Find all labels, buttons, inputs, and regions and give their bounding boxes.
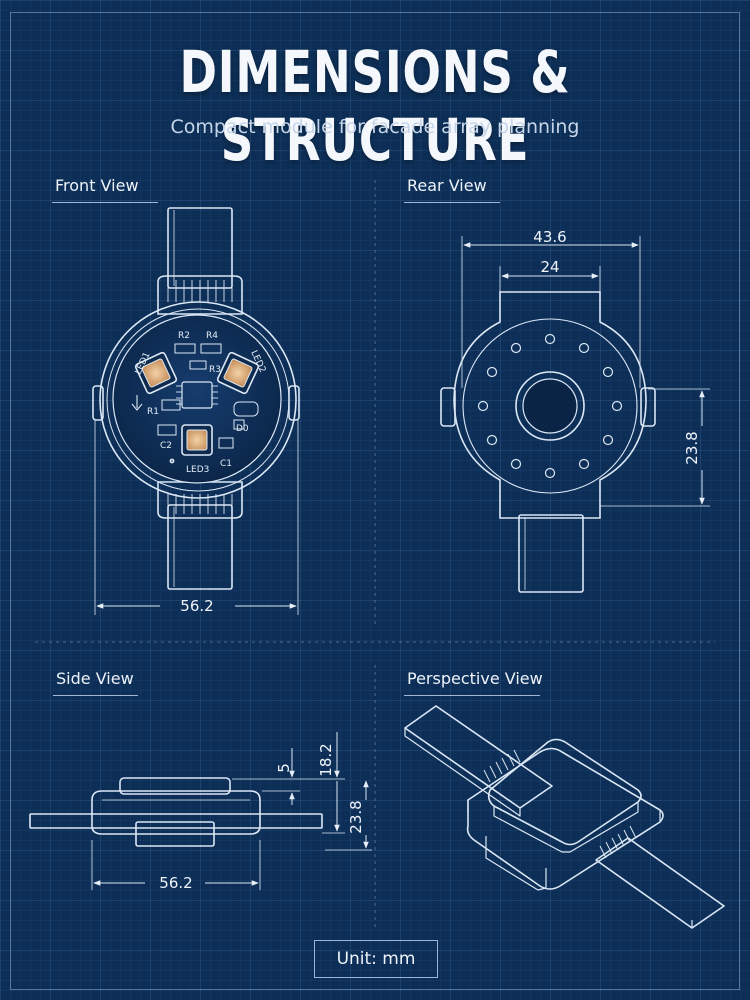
pcb-label-led3: LED3 [186,465,209,475]
side-view-underline [53,695,138,696]
front-grip-ridges [167,280,233,514]
unit-label: Unit: mm [314,940,438,978]
rear-view-label-text: Rear View [407,176,487,195]
front-ic-chip [181,381,213,409]
rear-view-drawing [440,291,656,593]
rear-back-ring [462,318,638,494]
side-housing [91,790,261,835]
side-body-value: 23.8 [347,800,365,833]
front-width-dimension [94,420,299,615]
rear-center-hole [522,378,578,434]
perspective-housing [466,747,664,890]
front-smd-components [157,343,259,449]
side-view-label-text: Side View [56,669,134,688]
pcb-label-c2: C2 [160,441,172,451]
front-arrow-mark [131,395,143,411]
front-view-label: Front View [52,176,158,203]
rear-mounting-holes [477,333,623,479]
rear-view-underline [404,202,500,203]
page-title: DIMENSIONS & STRUCTURE [179,38,571,174]
rear-dimensions [461,236,710,507]
front-pcb [112,314,282,484]
perspective-strap-lower [595,837,725,929]
front-ear-right [288,385,300,421]
side-dimensions [91,732,372,890]
front-clip-top [157,275,243,315]
rear-outer-width-value: 43.6 [533,228,566,246]
perspective-view-label-text: Perspective View [407,669,543,688]
front-clip-bottom [157,481,243,519]
view-dividers [35,180,715,930]
pcb-label-r4: R4 [206,331,218,341]
side-top-value: 5 [275,763,293,773]
front-view-drawing [92,207,300,590]
front-width-value: 56.2 [180,597,213,615]
side-view-drawing [29,777,323,847]
front-led-3 [181,424,213,456]
perspective-bottom-block [485,836,547,891]
side-bottom-block [135,821,215,847]
pcb-label-c1: C1 [220,459,232,469]
front-led-2 [216,351,260,395]
rear-view-label: Rear View [404,176,500,203]
rear-height-value: 23.8 [683,431,701,464]
rear-housing-outline [453,291,647,519]
perspective-view-label: Perspective View [404,669,543,696]
front-view-underline [52,202,158,203]
rear-ear-right [640,387,656,427]
pcb-label-r2: R2 [178,331,190,341]
front-ear-left [92,385,104,421]
perspective-view-drawing [404,705,725,929]
side-top-cap [119,777,231,795]
pcb-label-r3: R3 [209,365,221,375]
perspective-strap-upper [404,705,553,809]
rear-inner-width-value: 24 [540,258,559,276]
perspective-view-underline [404,695,540,696]
side-view-label: Side View [53,669,138,696]
perspective-top-cap [487,738,642,846]
front-led-1 [134,351,178,395]
side-height-value: 18.2 [317,743,335,776]
rear-center-hole-outer [515,371,585,441]
side-strap [29,813,323,829]
front-view-label-text: Front View [55,176,139,195]
perspective-grip-ridges [483,749,637,859]
rear-ear-left [440,387,456,427]
rear-strap-bottom [518,514,584,593]
pcb-label-r1: R1 [147,407,159,417]
front-outer-ring [99,301,297,499]
page-subtitle: Compact module for facade array planning [170,116,580,138]
pcb-label-d0: D0 [236,424,249,434]
side-width-value: 56.2 [159,874,192,892]
